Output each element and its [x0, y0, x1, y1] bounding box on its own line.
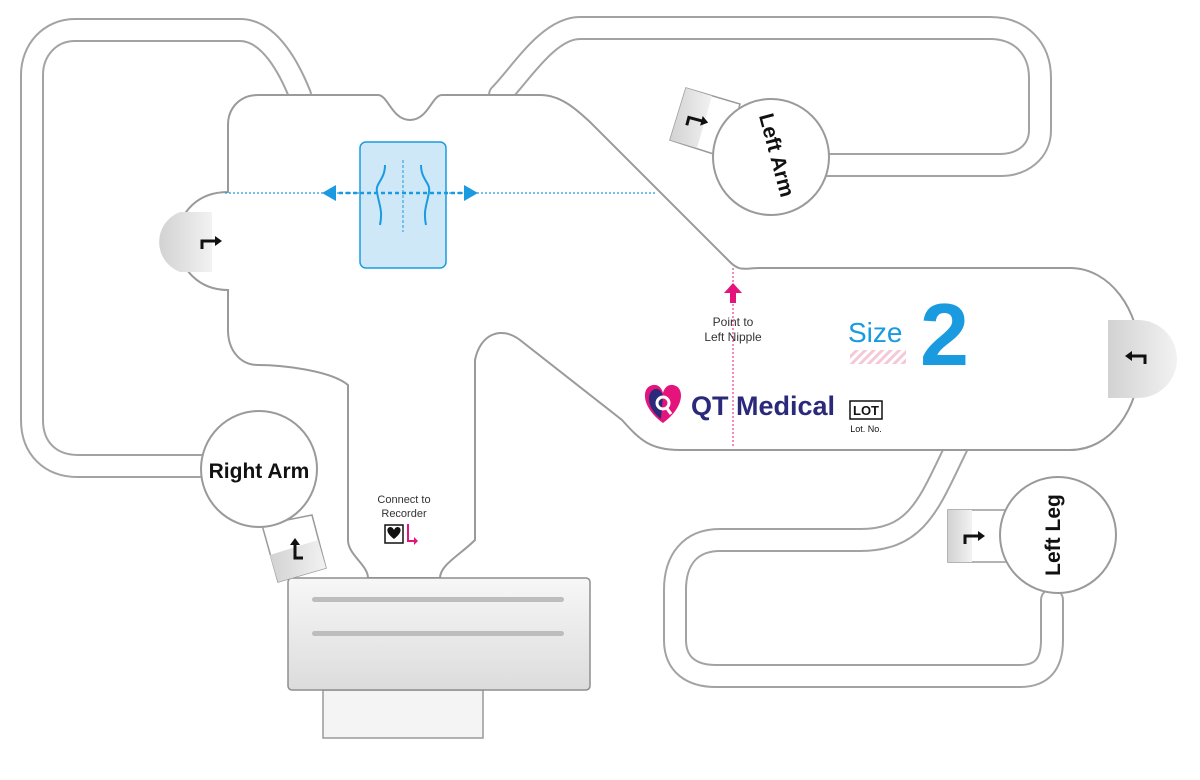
- recorder-connector[interactable]: [287, 577, 591, 739]
- nipple-pointer-arrow: [724, 283, 742, 303]
- lot-caption: Lot. No.: [850, 424, 882, 434]
- size-hatch-mark: [850, 350, 906, 364]
- left-leg-label: Left Leg: [1042, 494, 1065, 576]
- left-arm-electrode[interactable]: [669, 87, 830, 216]
- right-arm-electrode[interactable]: [200, 410, 327, 583]
- size-label: Size: [848, 317, 902, 348]
- connector-text-1: Connect to: [377, 494, 430, 506]
- lead-cables: [20, 16, 1064, 688]
- body-left-tab[interactable]: [159, 212, 212, 272]
- tab-arrow-icon: [290, 538, 303, 560]
- size-number: 2: [920, 285, 969, 384]
- heart-box-icon: [384, 524, 404, 544]
- lightning-icon: [407, 524, 418, 545]
- torso-alignment-icon: [322, 141, 478, 269]
- qt-medical-heart-logo: [644, 384, 682, 423]
- lot-badge-box: [849, 400, 883, 420]
- connector-text-2: Recorder: [381, 508, 427, 520]
- lot-badge: LOT: [853, 403, 879, 418]
- brand-name: QT Medical: [691, 391, 835, 421]
- tab-arrow-icon: [963, 531, 985, 544]
- tab-arrow-icon: [1125, 351, 1147, 364]
- tab-arrow-icon: [685, 115, 709, 126]
- right-arm-label: Right Arm: [209, 460, 310, 483]
- body-right-tab[interactable]: [1108, 320, 1177, 398]
- tab-arrow-icon: [200, 236, 222, 249]
- left-leg-electrode[interactable]: [947, 476, 1117, 594]
- nipple-guide-text-1: Point to: [713, 315, 754, 329]
- nipple-guide-text-2: Left Nipple: [704, 330, 762, 344]
